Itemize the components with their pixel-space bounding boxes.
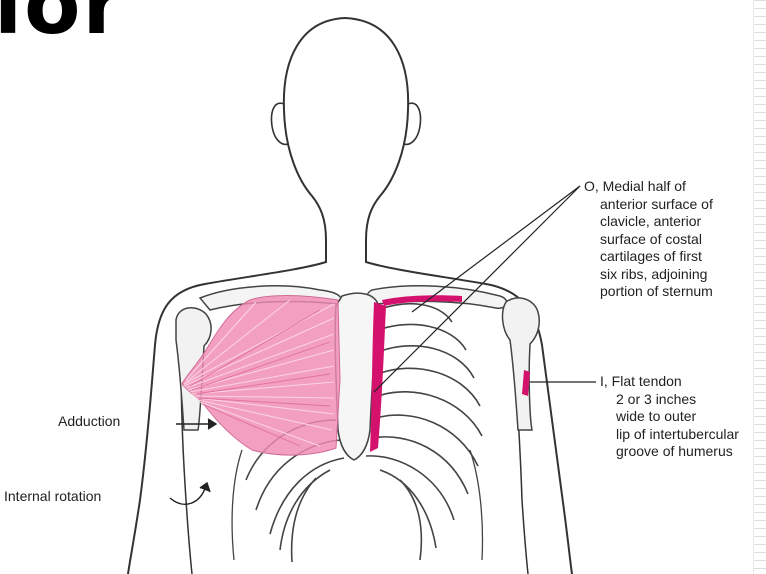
- internal-rotation-arrow: [169, 485, 207, 505]
- head-outline-right: [344, 17, 410, 263]
- insertion-line-2: 2 or 3 inches: [616, 390, 697, 407]
- pointer-lines: [373, 185, 596, 393]
- origin-line-6: six ribs, adjoining: [600, 265, 708, 282]
- origin-line-2: anterior surface of: [600, 195, 713, 212]
- origin-line-4: surface of costal: [600, 230, 702, 247]
- adduction-label: Adduction: [58, 413, 121, 429]
- insertion-line-5: groove of humerus: [616, 443, 733, 459]
- insertion-label: I, Flat tendon 2 or 3 inches wide to out…: [600, 373, 739, 461]
- origin-line-7: portion of sternum: [600, 283, 713, 299]
- origin-line-5: cartilages of first: [600, 248, 702, 264]
- edge-ruler: [753, 0, 766, 574]
- insertion-line-3: wide to outer: [616, 408, 697, 424]
- origin-sternal-highlight: [370, 302, 386, 452]
- movement-arrows: [169, 418, 218, 505]
- title-fragment: lor: [0, 0, 125, 53]
- insertion-line-4: lip of intertubercular: [616, 425, 739, 442]
- origin-label: O, Medial half of anterior surface of cl…: [584, 178, 713, 301]
- insertion-line-1: I, Flat tendon: [600, 373, 682, 389]
- head-outline: [282, 17, 346, 263]
- internal-rotation-label: Internal rotation: [4, 488, 102, 504]
- left-shoulder-outline: [127, 261, 327, 574]
- insertion-highlight: [522, 370, 530, 396]
- origin-line-1: O, Medial half of: [584, 178, 686, 194]
- right-shoulder-outline: [365, 261, 573, 574]
- origin-line-3: clavicle, anterior: [600, 213, 702, 229]
- attachment-highlights: [370, 295, 530, 452]
- origin-clavicle-highlight: [382, 295, 462, 306]
- right-humerus: [501, 297, 541, 431]
- pectoralis-major-muscle: [181, 295, 341, 456]
